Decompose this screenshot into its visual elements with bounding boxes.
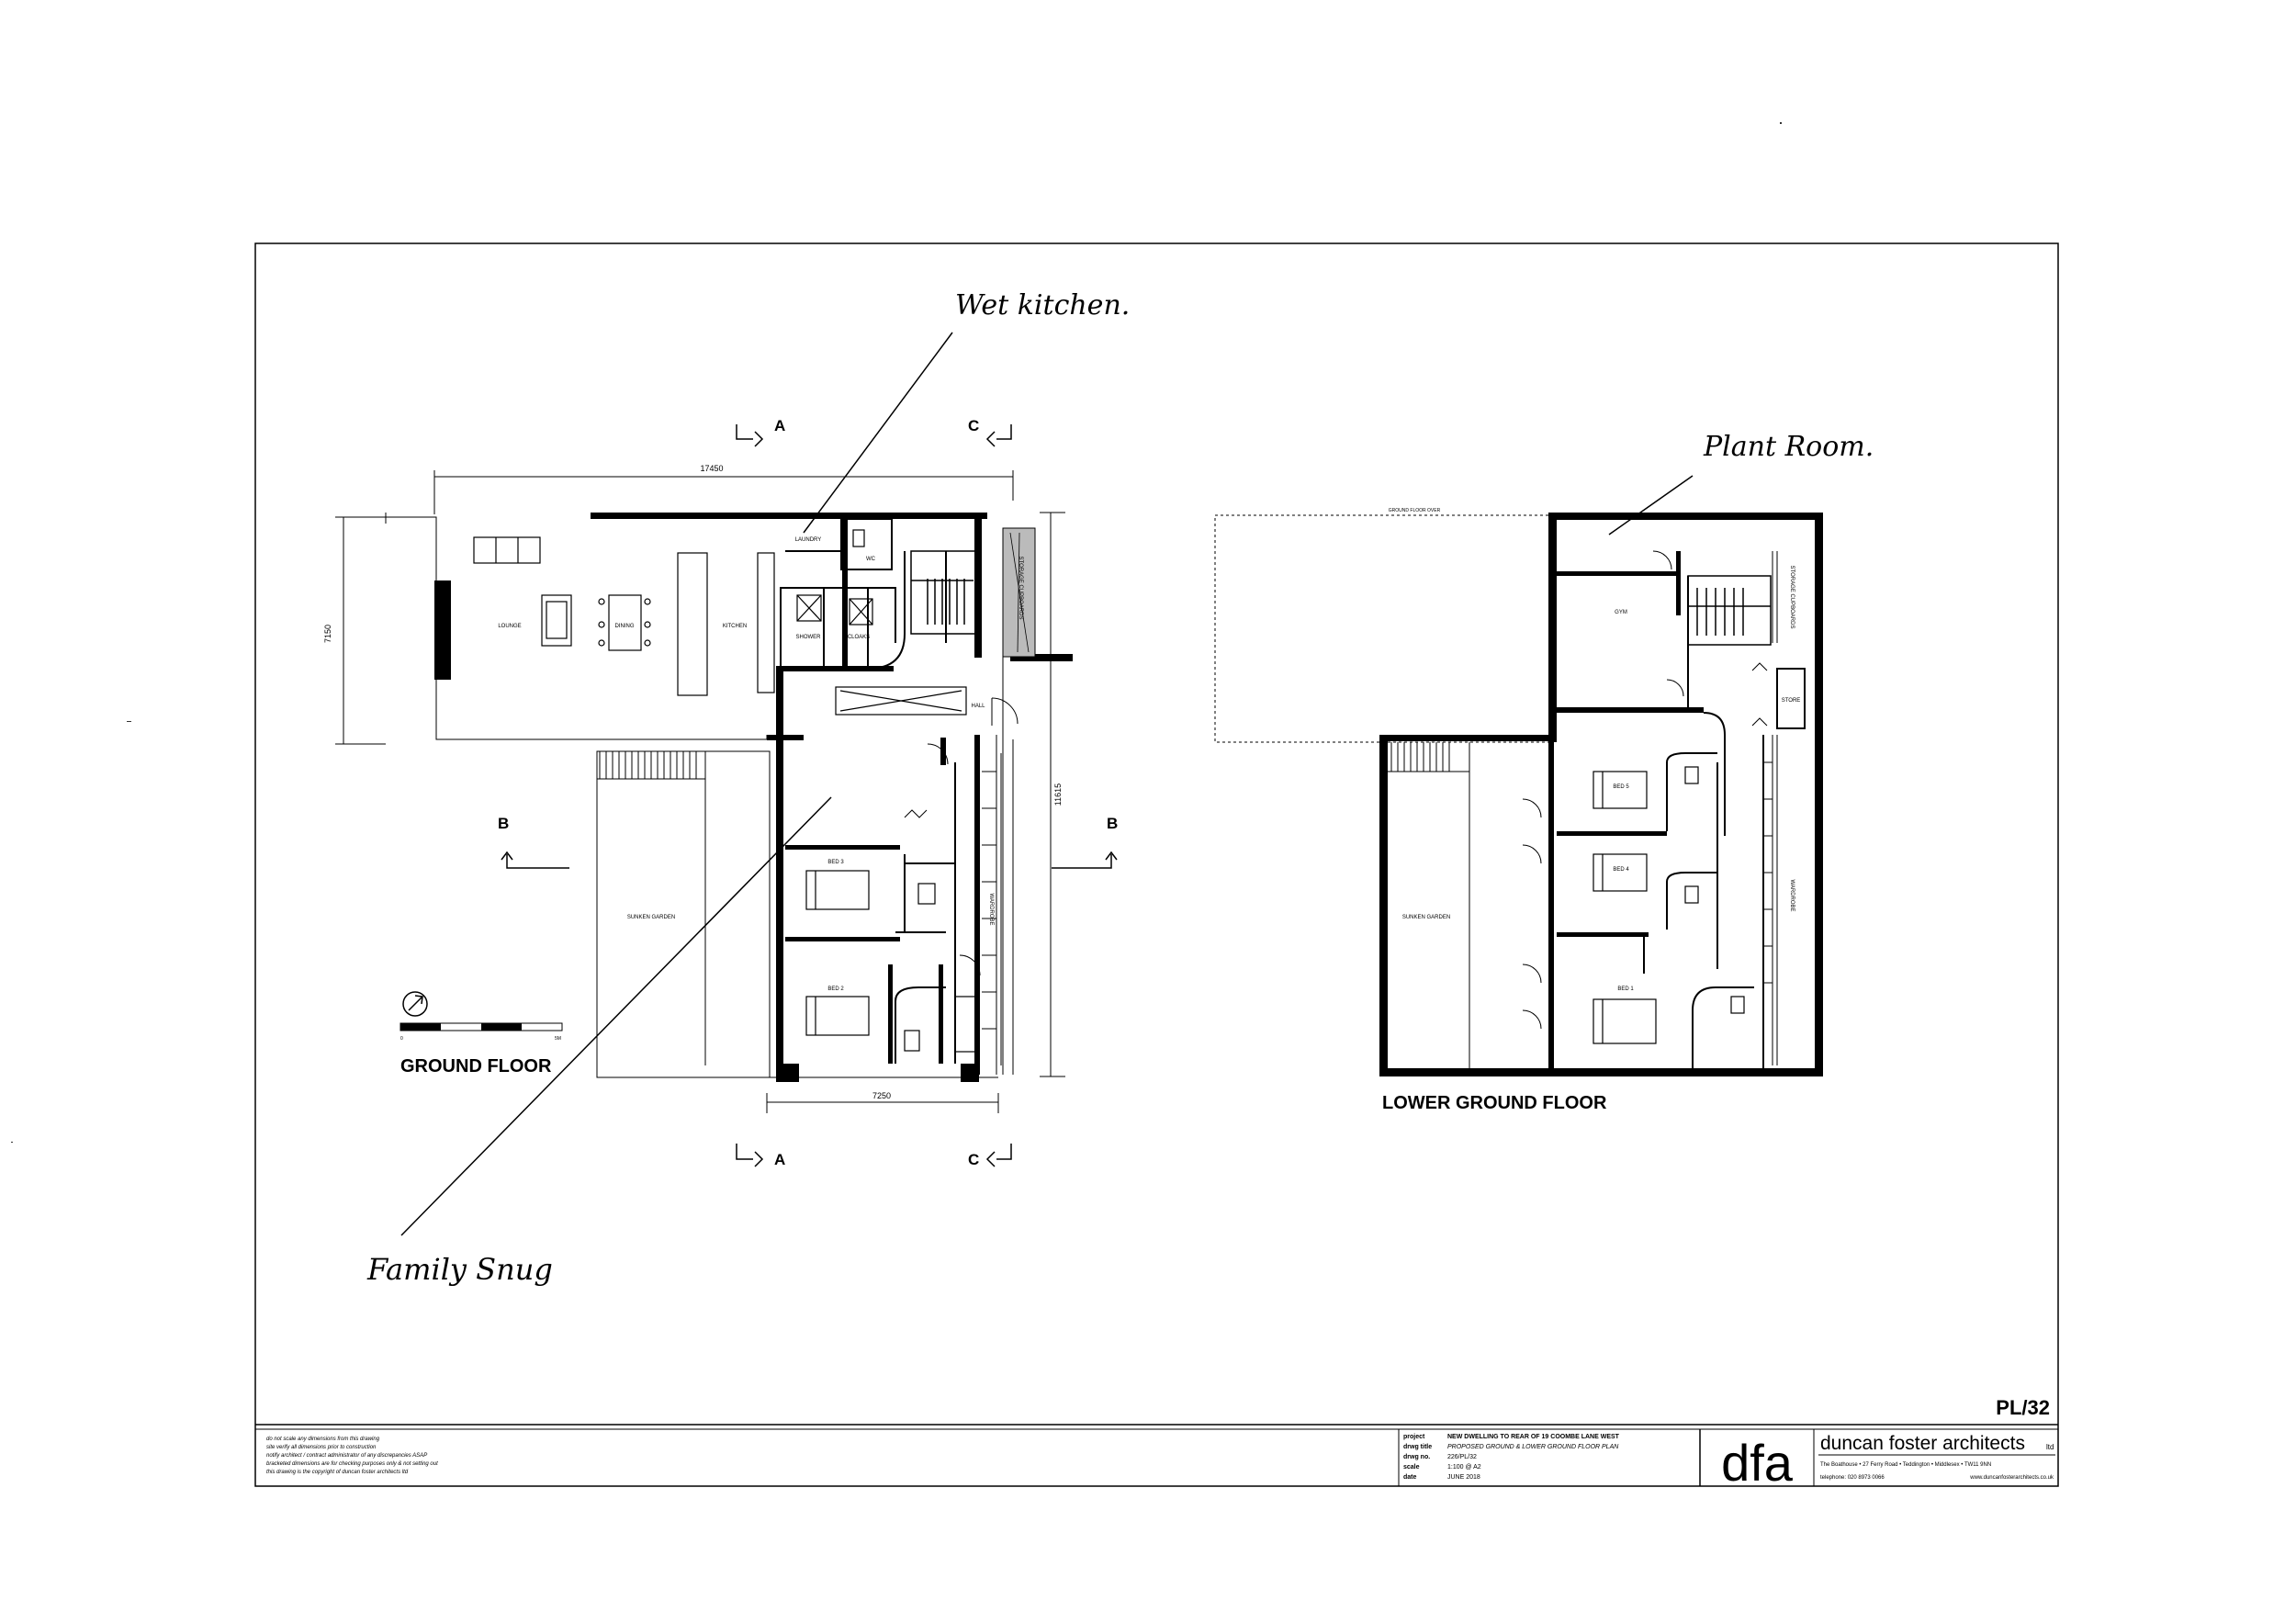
annotation-plant-room: Plant Room. <box>1703 431 1874 463</box>
tb-project-value: NEW DWELLING TO REAR OF 19 COOMBE LANE W… <box>1447 1434 1620 1440</box>
scale-bar: 0 5M <box>400 1022 563 1042</box>
lower-ground-floor-plan: GROUND FLOOR OVER <box>1214 508 1823 1113</box>
room-sunken-garden-gf: SUNKEN GARDEN <box>627 915 675 920</box>
section-c-top: C <box>968 417 979 434</box>
svg-text:0: 0 <box>400 1036 403 1042</box>
room-bed2: BED 2 <box>827 986 844 992</box>
bottom-width-dimension: 7250 <box>872 1091 891 1100</box>
room-dining: DINING <box>615 624 635 629</box>
room-bed1: BED 1 <box>1617 986 1634 992</box>
tb-scale-label: scale <box>1403 1464 1420 1471</box>
note-3: notify architect / contract administrato… <box>266 1453 427 1459</box>
ground-floor-room-labels: LOUNGE DINING KITCHEN LAUNDRY WC SHOWER … <box>498 537 1023 992</box>
overall-width-dimension: 17450 <box>700 464 723 473</box>
section-b-left: B <box>498 815 509 832</box>
room-storage-lgf: STORAGE CUPBOARDS <box>1789 566 1795 629</box>
firm-name: duncan foster architects <box>1820 1433 2025 1454</box>
ground-floor-doors <box>904 697 1019 976</box>
section-markers <box>501 424 1118 1167</box>
garden-steps <box>597 751 705 780</box>
lgf-doors <box>1522 550 1768 1030</box>
section-a-bottom: A <box>774 1151 785 1168</box>
note-5: this drawing is the copyright of duncan … <box>266 1470 409 1475</box>
main-stair <box>910 550 976 635</box>
ground-floor-title: GROUND FLOOR <box>400 1056 552 1076</box>
section-c-bottom: C <box>968 1151 979 1168</box>
room-lounge: LOUNGE <box>498 624 521 629</box>
internal-partitions <box>780 518 956 1064</box>
tb-number-value: 226/PL/32 <box>1447 1454 1477 1460</box>
room-bed3: BED 3 <box>827 860 844 865</box>
room-wardrobe-lgf: WARDROBE <box>1789 879 1795 911</box>
lgf-storage-run <box>1763 551 1778 1065</box>
firm-website: www.duncanfosterarchitects.co.uk <box>1969 1475 2054 1481</box>
right-depth-dimension: 11615 <box>1053 783 1063 806</box>
note-4: bracketed dimensions are for checking pu… <box>266 1461 438 1467</box>
lgf-furniture <box>1593 766 1745 1044</box>
lgf-stair <box>1687 575 1772 646</box>
ground-floor-over-label: GROUND FLOOR OVER <box>1389 508 1441 513</box>
lgf-heavy-walls <box>1379 513 1823 1076</box>
section-b-right: B <box>1107 815 1118 832</box>
firm-suffix: ltd <box>2046 1443 2054 1451</box>
annotation-wet-kitchen: Wet kitchen. <box>955 289 1130 321</box>
lgf-garden-steps <box>1388 742 1470 1068</box>
tb-scale-value: 1:100 @ A2 <box>1447 1464 1481 1471</box>
room-bed5: BED 5 <box>1613 784 1629 790</box>
drawing-frame <box>254 242 2059 1487</box>
section-marker-labels: A C B B A C <box>498 417 1118 1168</box>
room-storage-cupboards-gf: STORAGE CUPBOARDS <box>1018 557 1023 620</box>
room-kitchen: KITCHEN <box>723 624 747 629</box>
drawing-number-label: PL/32 <box>1996 1396 2050 1419</box>
room-wc: WC <box>866 557 876 562</box>
dimension-lines <box>335 470 1065 1113</box>
room-wardrobe-gf: WARDROBE <box>988 893 994 925</box>
north-arrow-icon <box>402 991 428 1017</box>
firm-address: The Boathouse • 27 Ferry Road • Teddingt… <box>1820 1462 1991 1468</box>
ground-floor-furniture <box>473 529 979 1053</box>
title-block: project NEW DWELLING TO REAR OF 19 COOMB… <box>1398 1429 2055 1492</box>
lgf-room-labels: GYM STORE BED 5 BED 4 BED 1 SUNKEN GARDE… <box>1402 566 1800 992</box>
firm-logo: dfa <box>1721 1434 1794 1492</box>
lgf-partitions <box>1643 576 1806 1068</box>
note-2: site verify all dimensions prior to cons… <box>266 1445 377 1450</box>
annotation-leaders <box>400 332 1694 1236</box>
firm-telephone: telephone: 020 8973 0066 <box>1820 1475 1885 1481</box>
tb-number-label: drwg no. <box>1403 1454 1430 1460</box>
room-sunken-garden-lgf: SUNKEN GARDEN <box>1402 915 1450 920</box>
annotation-family-snug: Family Snug <box>366 1252 553 1287</box>
room-laundry: LAUNDRY <box>795 537 822 543</box>
tb-project-label: project <box>1403 1434 1425 1440</box>
svg-text:5M: 5M <box>555 1036 561 1042</box>
depth-dimension: 7150 <box>323 625 332 643</box>
tb-title-label: drwg title <box>1403 1444 1432 1450</box>
general-notes: do not scale any dimensions from this dr… <box>266 1437 438 1475</box>
tb-title-value: PROPOSED GROUND & LOWER GROUND FLOOR PLA… <box>1447 1444 1619 1450</box>
tb-date-value: JUNE 2018 <box>1447 1474 1480 1481</box>
section-a-top: A <box>774 417 785 434</box>
right-wardrobe-run <box>982 753 1002 1065</box>
room-shower: SHOWER <box>796 635 822 640</box>
room-store: STORE <box>1782 698 1801 704</box>
room-cloaks: CLOAKS <box>848 635 870 640</box>
room-bed4: BED 4 <box>1613 867 1629 873</box>
note-1: do not scale any dimensions from this dr… <box>266 1437 380 1442</box>
ground-floor-over-outline <box>1214 514 1551 743</box>
thin-outlines <box>385 513 1014 1078</box>
room-hall: HALL <box>971 704 985 709</box>
ground-floor-plan: 17450 7150 11615 7250 <box>323 417 1118 1168</box>
heavy-walls <box>434 513 1073 1082</box>
room-gym: GYM <box>1615 610 1627 615</box>
storage-wall-hatch <box>1002 527 1036 658</box>
tb-date-label: date <box>1403 1474 1417 1481</box>
lower-ground-floor-title: LOWER GROUND FLOOR <box>1382 1093 1607 1113</box>
scan-specks <box>11 122 1782 1143</box>
